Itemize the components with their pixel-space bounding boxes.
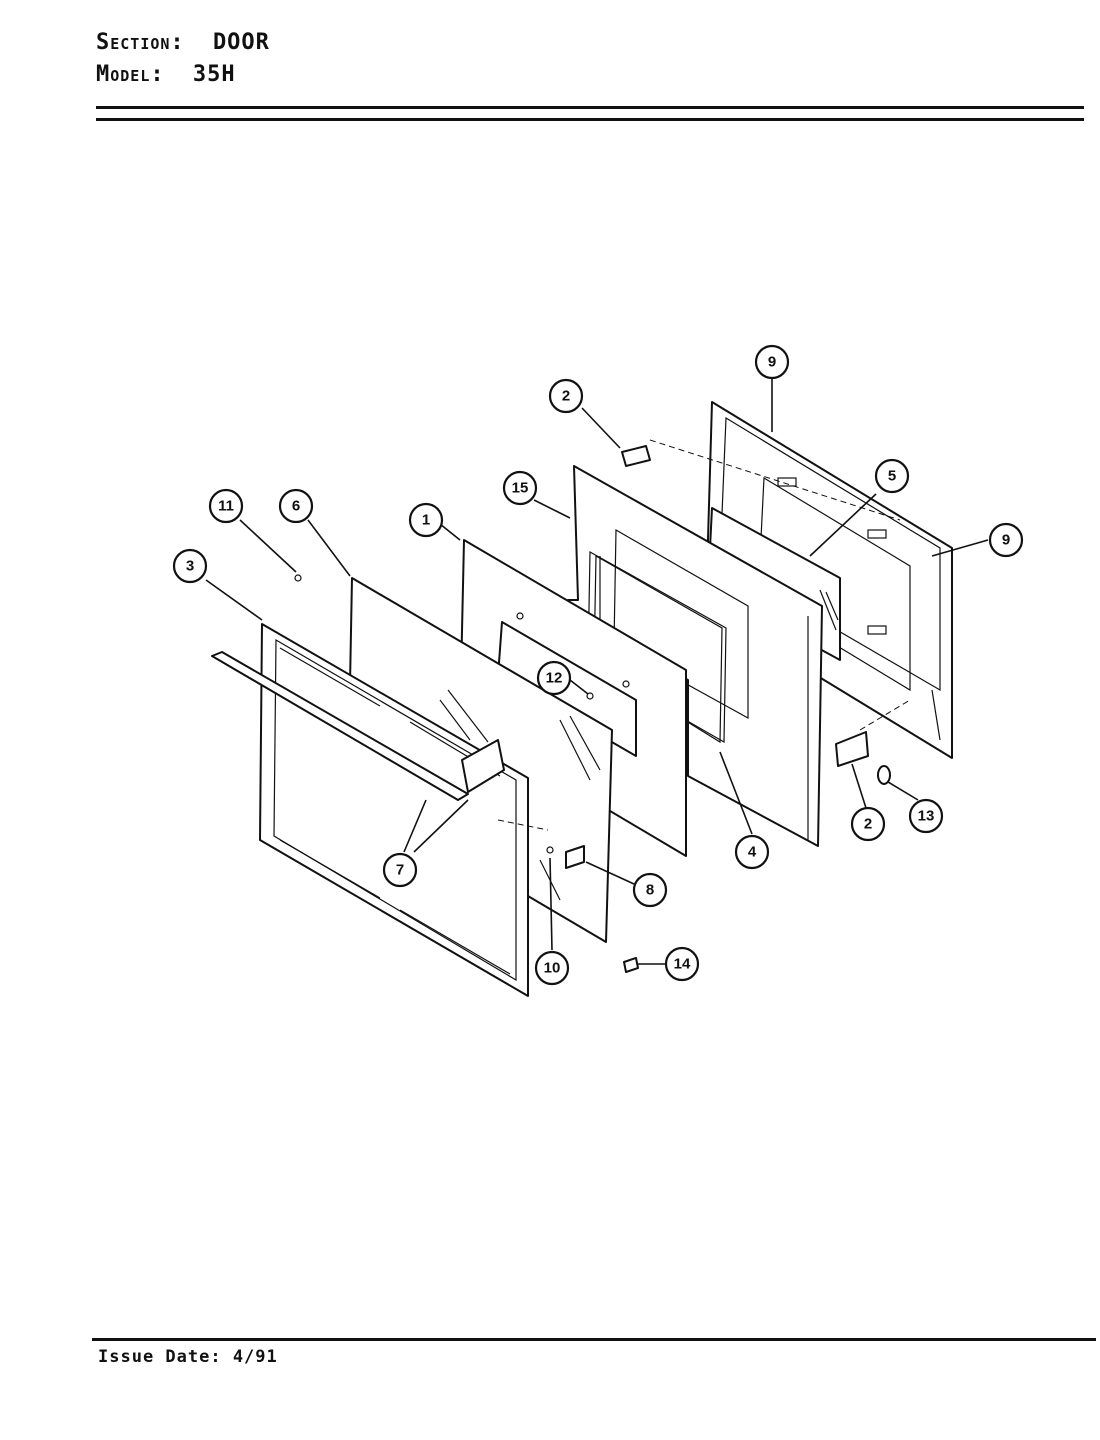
callout-2-bottom: 2 (850, 806, 886, 842)
model-label: Model: (96, 62, 165, 87)
latch-plate (565, 845, 585, 869)
svg-text:1: 1 (422, 512, 430, 529)
callout-7: 7 (382, 852, 418, 888)
hinge-bracket-top (621, 445, 651, 467)
model-value: 35H (192, 62, 236, 87)
callout-9-right: 9 (988, 522, 1024, 558)
screw-10 (546, 846, 554, 854)
callout-4: 4 (734, 834, 770, 870)
callout-3: 3 (172, 548, 208, 584)
callout-11: 11 (208, 488, 244, 524)
callout-6: 6 (278, 488, 314, 524)
screw-12 (586, 692, 594, 700)
svg-text:2: 2 (562, 388, 570, 405)
callout-15: 15 (502, 470, 538, 506)
leader-lines (205, 376, 989, 965)
callout-14: 14 (664, 946, 700, 982)
section-heading: Section: DOOR (96, 30, 270, 55)
callout-12: 12 (536, 660, 572, 696)
callout-13: 13 (908, 798, 944, 834)
svg-text:9: 9 (768, 354, 776, 371)
svg-text:4: 4 (748, 844, 757, 861)
callout-10: 10 (534, 950, 570, 986)
svg-text:10: 10 (544, 960, 561, 977)
section-value: DOOR (212, 30, 270, 55)
svg-text:6: 6 (292, 498, 300, 515)
section-label: Section: (96, 30, 185, 55)
svg-text:11: 11 (218, 498, 234, 515)
clip (623, 957, 639, 973)
model-heading: Model: 35H (96, 62, 236, 87)
header-rule-bottom (96, 118, 1084, 121)
door-handle (211, 651, 505, 801)
callout-8: 8 (632, 872, 668, 908)
svg-text:14: 14 (674, 956, 691, 973)
svg-text:13: 13 (918, 808, 935, 825)
svg-text:7: 7 (396, 862, 404, 879)
callout-2-top: 2 (548, 378, 584, 414)
alignment-line (649, 439, 901, 521)
callout-9-top: 9 (754, 344, 790, 380)
svg-text:12: 12 (546, 670, 563, 687)
svg-text:2: 2 (864, 816, 872, 833)
header-rule-top (96, 106, 1084, 109)
svg-text:15: 15 (512, 480, 529, 497)
svg-text:5: 5 (888, 468, 896, 485)
callout-1: 1 (408, 502, 444, 538)
screw (294, 574, 302, 582)
hinge-bracket-bottom (835, 731, 869, 767)
callout-5: 5 (874, 458, 910, 494)
alignment-line (497, 819, 549, 831)
svg-text:9: 9 (1002, 532, 1010, 549)
svg-text:3: 3 (186, 558, 194, 575)
bumper (877, 765, 891, 785)
footer-rule (92, 1338, 1096, 1341)
svg-text:8: 8 (646, 882, 654, 899)
issue-date: Issue Date: 4/91 (98, 1347, 278, 1367)
